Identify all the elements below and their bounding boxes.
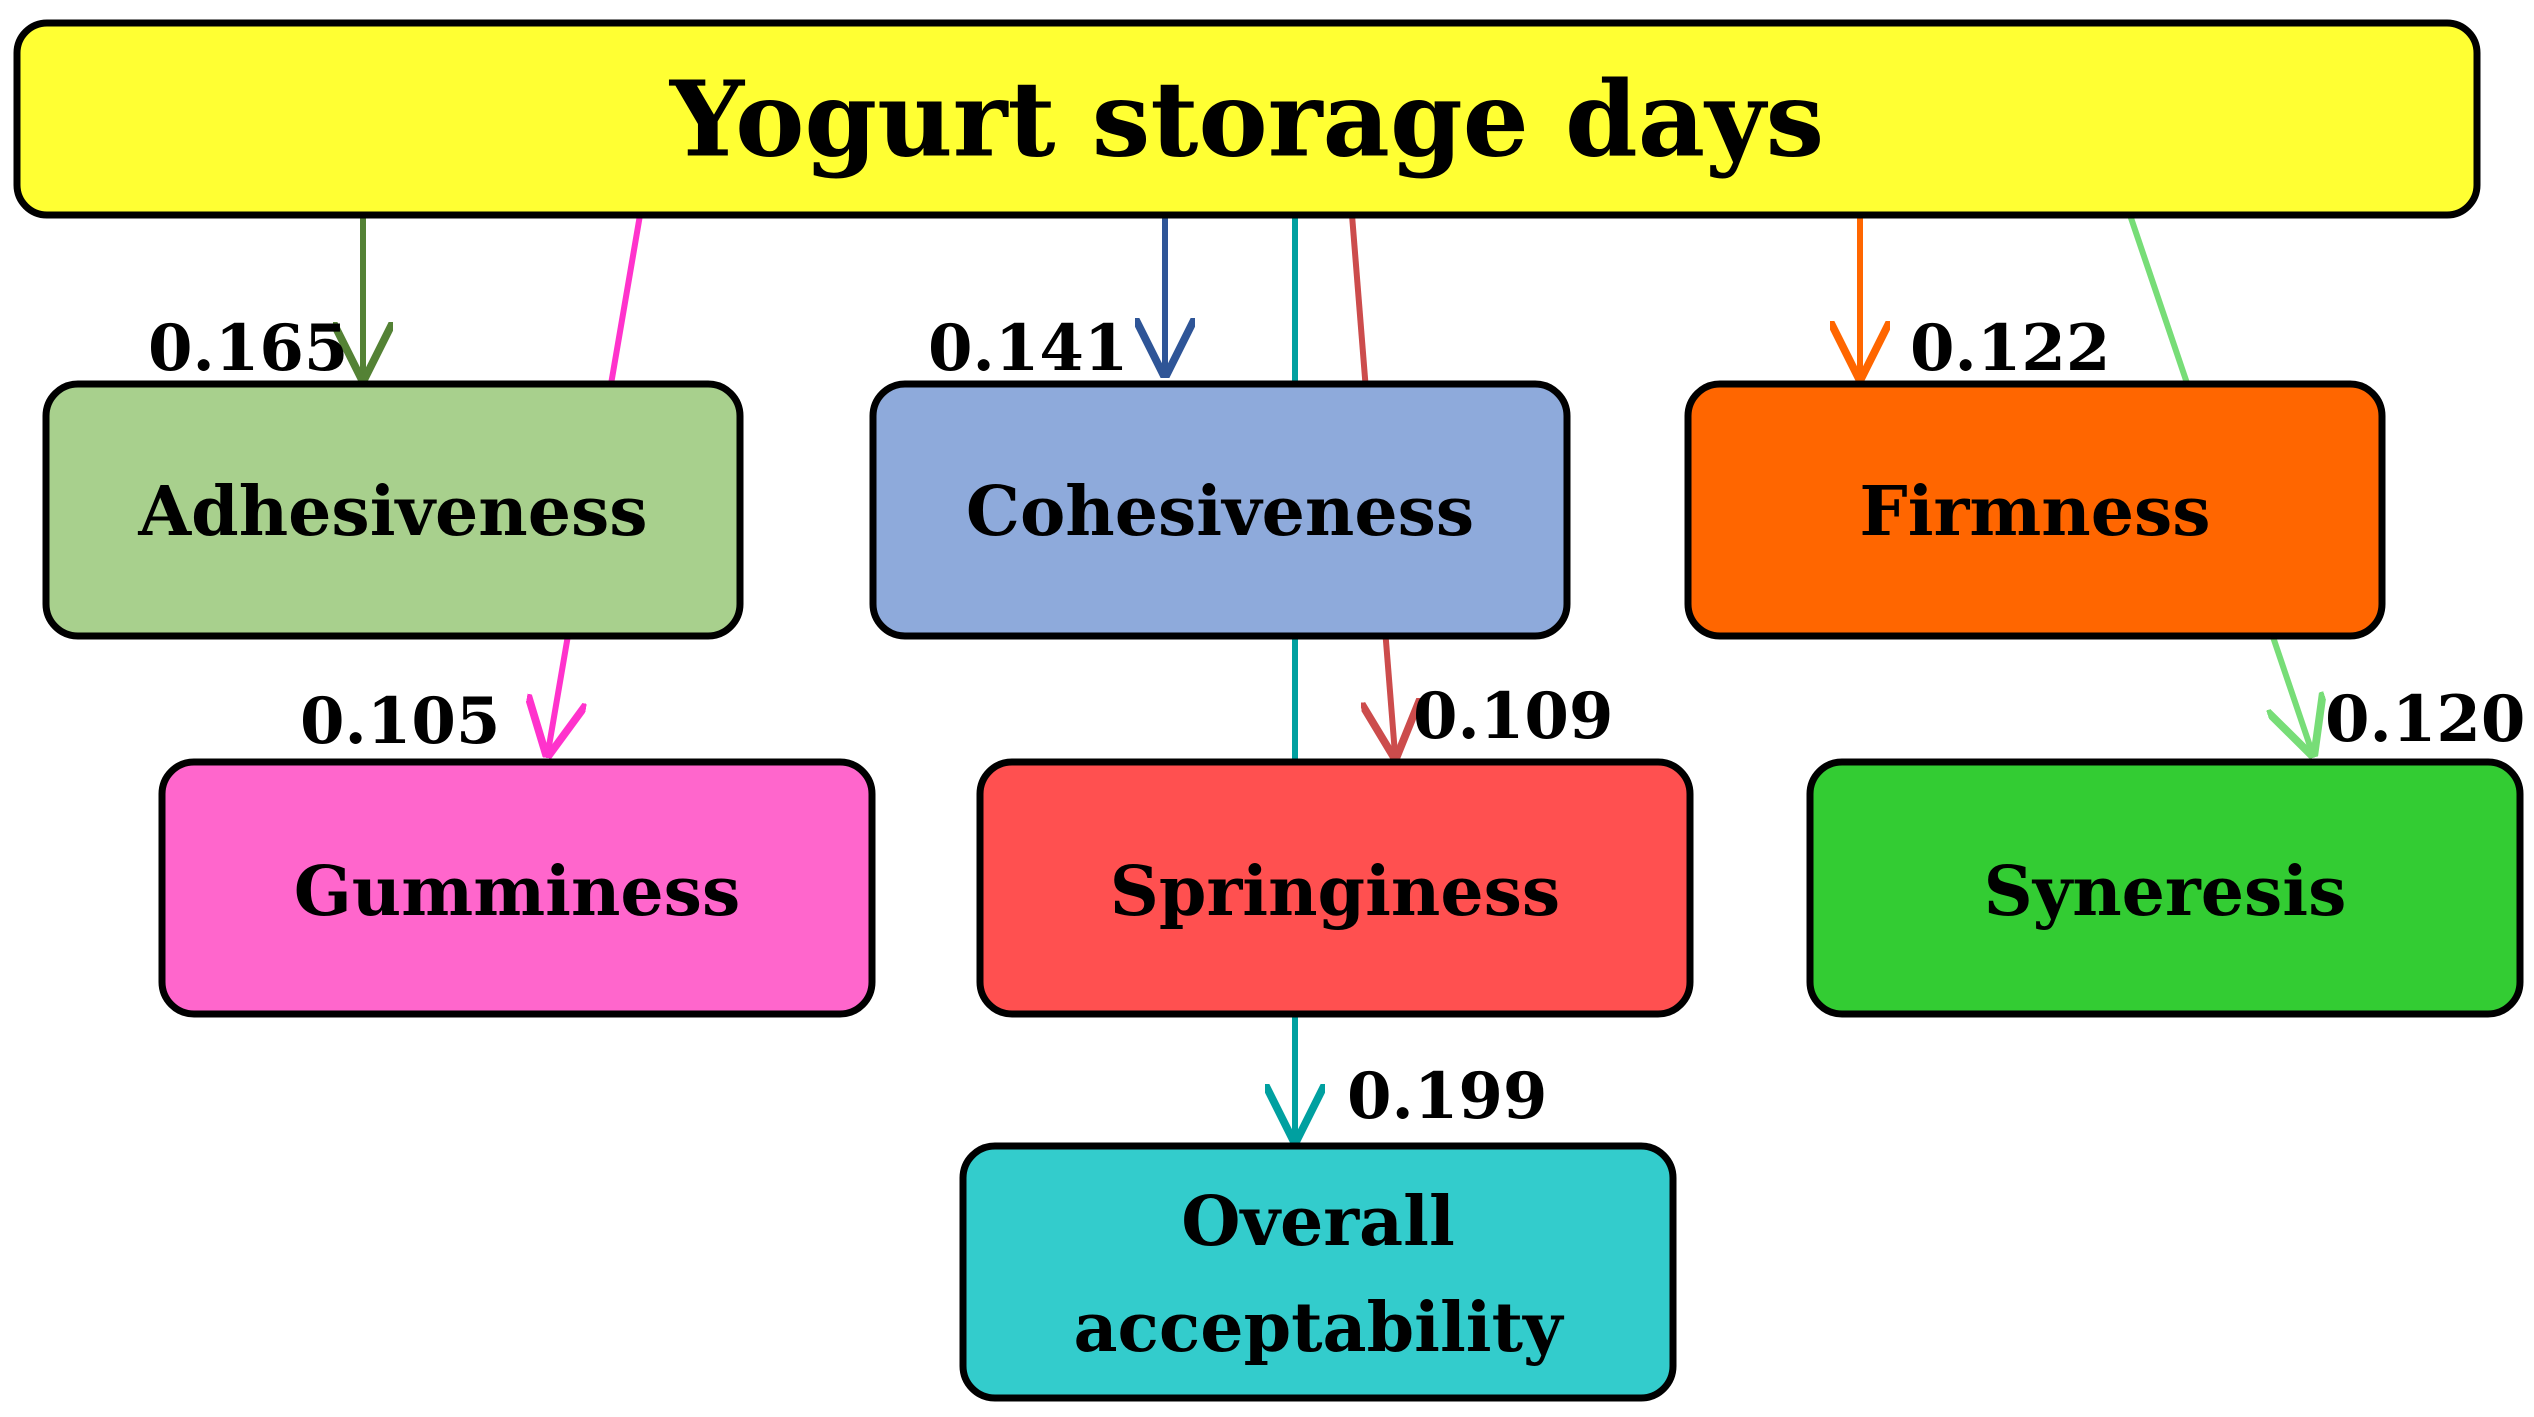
node-cohesiveness: Cohesiveness bbox=[869, 380, 1571, 640]
adhesiveness-label: Adhesiveness bbox=[137, 472, 647, 552]
springiness-label: Springiness bbox=[1110, 852, 1560, 932]
node-gumminess: Gumminess bbox=[158, 758, 876, 1018]
coef-gumminess: 0.105 bbox=[300, 684, 500, 759]
coef-cohesiveness: 0.141 bbox=[928, 311, 1128, 386]
title-label: Yogurt storage days bbox=[669, 58, 1824, 181]
cohesiveness-label: Cohesiveness bbox=[966, 472, 1474, 552]
node-overall-acceptability: Overall acceptability bbox=[959, 1142, 1677, 1402]
coef-overall-acceptability: 0.199 bbox=[1347, 1059, 1547, 1134]
overall-acceptability-label-line2: acceptability bbox=[1073, 1288, 1565, 1368]
coef-adhesiveness: 0.165 bbox=[148, 311, 348, 386]
node-springiness: Springiness bbox=[976, 758, 1694, 1018]
node-adhesiveness: Adhesiveness bbox=[42, 380, 744, 640]
node-firmness: Firmness bbox=[1684, 380, 2386, 640]
gumminess-label: Gumminess bbox=[294, 852, 741, 932]
syneresis-label: Syneresis bbox=[1984, 852, 2347, 932]
node-yogurt-storage-days: Yogurt storage days bbox=[13, 19, 2481, 219]
firmness-label: Firmness bbox=[1859, 472, 2210, 552]
coef-firmness: 0.122 bbox=[1910, 311, 2110, 386]
overall-acceptability-label-line1: Overall bbox=[1181, 1182, 1455, 1262]
node-syneresis: Syneresis bbox=[1806, 758, 2524, 1018]
coef-syneresis: 0.120 bbox=[2325, 682, 2525, 757]
coef-springiness: 0.109 bbox=[1413, 679, 1613, 754]
